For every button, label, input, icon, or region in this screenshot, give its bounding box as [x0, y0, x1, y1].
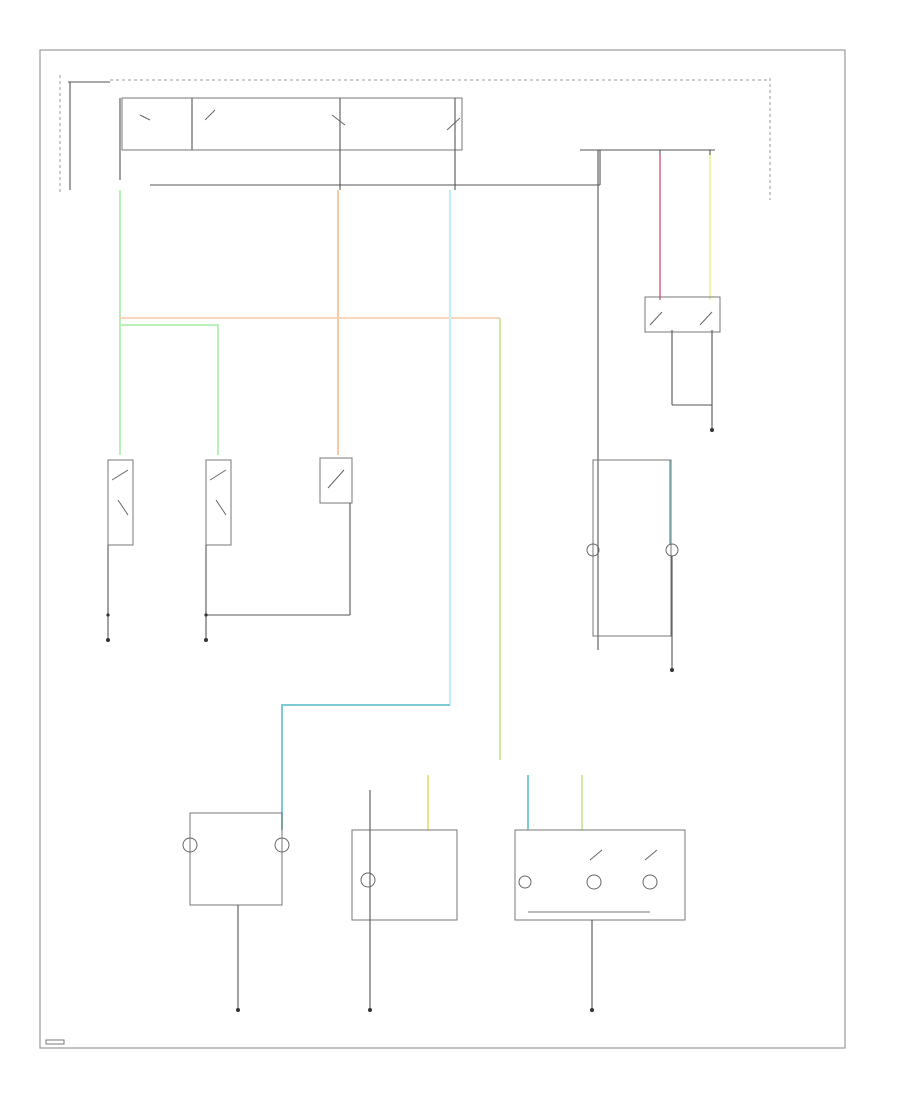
- courtesy-lamps-right: [586, 296, 721, 670]
- ground-points: [106, 428, 714, 1012]
- page-corner-mark: [45, 1039, 65, 1045]
- teal-lower-wire: [281, 704, 450, 830]
- diagram-frame: [39, 49, 846, 1049]
- lamp-assembly-bottom-right: [514, 829, 686, 1010]
- lamp-bottom-middle: [351, 790, 458, 1010]
- door-switches-left: [106, 457, 353, 640]
- colored-wires: [119, 155, 711, 830]
- lamp-group-bottom-left: [182, 812, 290, 1010]
- top-power-section: [59, 75, 771, 650]
- light-green-branch-wire: [120, 324, 219, 455]
